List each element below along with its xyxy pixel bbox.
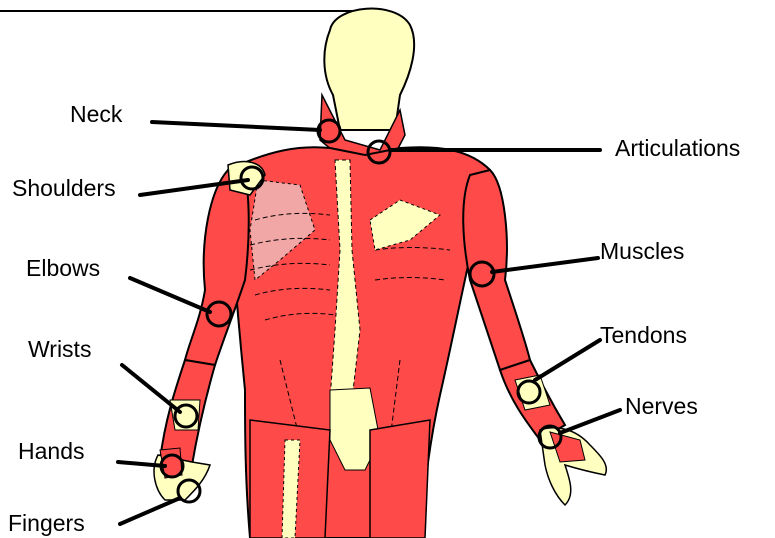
- tendons-callout-line: [535, 340, 600, 380]
- label-hands: Hands: [18, 440, 84, 463]
- label-wrists: Wrists: [28, 338, 91, 361]
- label-shoulders: Shoulders: [12, 177, 116, 200]
- label-muscles: Muscles: [600, 240, 684, 263]
- label-neck: Neck: [70, 103, 122, 126]
- label-fingers: Fingers: [8, 512, 85, 535]
- neck-callout-line: [152, 122, 320, 130]
- label-nerves: Nerves: [625, 395, 698, 418]
- nerves-callout-line: [560, 410, 620, 433]
- wrists-callout-line: [122, 365, 180, 412]
- elbows-callout-line: [130, 278, 210, 312]
- label-elbows: Elbows: [26, 257, 100, 280]
- label-articulations: Articulations: [615, 137, 740, 160]
- right-thigh: [370, 420, 430, 538]
- fingers-callout-line: [120, 498, 180, 524]
- muscles-callout-line: [492, 258, 598, 272]
- label-tendons: Tendons: [600, 324, 687, 347]
